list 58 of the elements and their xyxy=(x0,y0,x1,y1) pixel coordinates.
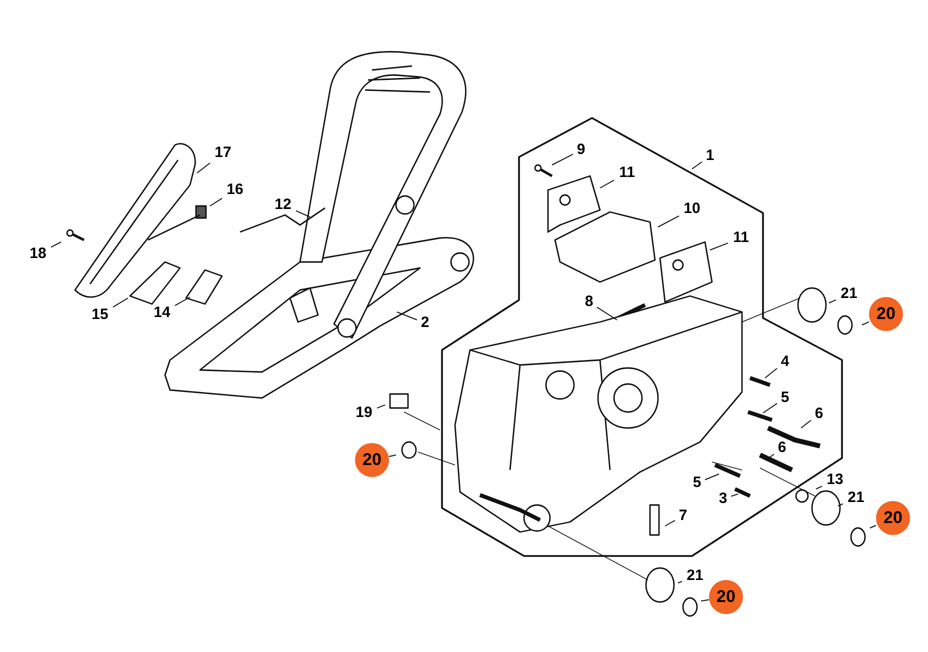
callout-number: 12 xyxy=(270,195,296,215)
callout-number: 17 xyxy=(210,143,236,163)
leader-line xyxy=(552,154,574,166)
leader-line xyxy=(596,306,618,320)
leader-line xyxy=(396,312,418,320)
callout-number: 4 xyxy=(777,352,793,372)
callout-number: 19 xyxy=(351,403,377,423)
callout-number: 14 xyxy=(149,303,175,323)
leader-line xyxy=(816,486,822,490)
callout-number: 21 xyxy=(682,566,708,586)
callout-number: 5 xyxy=(689,473,705,493)
leader-line xyxy=(196,162,210,174)
callout-number: 15 xyxy=(87,305,113,325)
leader-line xyxy=(768,454,774,458)
leader-line xyxy=(658,215,680,228)
leader-line xyxy=(174,296,190,306)
callout-number: 6 xyxy=(774,438,790,458)
callout-number: 13 xyxy=(822,470,848,490)
leader-line xyxy=(50,242,62,248)
callout-number: 16 xyxy=(222,180,248,200)
callout-number: 6 xyxy=(811,404,827,424)
leader-line xyxy=(828,299,836,304)
highlighted-callout-number: 20 xyxy=(876,501,910,535)
callout-number: 9 xyxy=(573,140,589,160)
callout-number: 3 xyxy=(715,489,731,509)
highlighted-callout-number: 20 xyxy=(869,297,903,331)
callout-number: 5 xyxy=(777,388,793,408)
leader-line xyxy=(870,524,876,528)
leader-line xyxy=(112,298,128,308)
callout-number: 10 xyxy=(679,199,705,219)
leader-line xyxy=(730,494,738,497)
callout-number: 1 xyxy=(702,146,718,166)
highlighted-callout-number: 20 xyxy=(709,580,743,614)
callout-number: 11 xyxy=(728,228,754,248)
leader-line xyxy=(800,420,812,428)
callout-number: 2 xyxy=(417,313,433,333)
highlighted-callout-number: 20 xyxy=(355,443,389,477)
leader-line xyxy=(764,368,778,378)
leader-line xyxy=(600,180,614,188)
leader-line xyxy=(838,503,844,506)
leader-line xyxy=(700,599,710,602)
leader-line xyxy=(862,321,870,326)
callout-number: 8 xyxy=(581,292,597,312)
leader-line xyxy=(664,520,676,526)
leader-line xyxy=(762,402,778,414)
leader-line xyxy=(704,474,720,480)
leader-line xyxy=(692,161,702,170)
leader-line xyxy=(710,242,728,250)
callout-number: 18 xyxy=(25,244,51,264)
callout-number: 21 xyxy=(843,488,869,508)
leader-line xyxy=(376,404,386,409)
leader-line xyxy=(296,210,310,218)
leader-line xyxy=(210,198,222,206)
leader-line xyxy=(678,580,682,584)
callout-number: 11 xyxy=(614,163,640,183)
leader-line xyxy=(388,454,396,457)
callout-number: 7 xyxy=(675,506,691,526)
callout-number: 21 xyxy=(836,284,862,304)
